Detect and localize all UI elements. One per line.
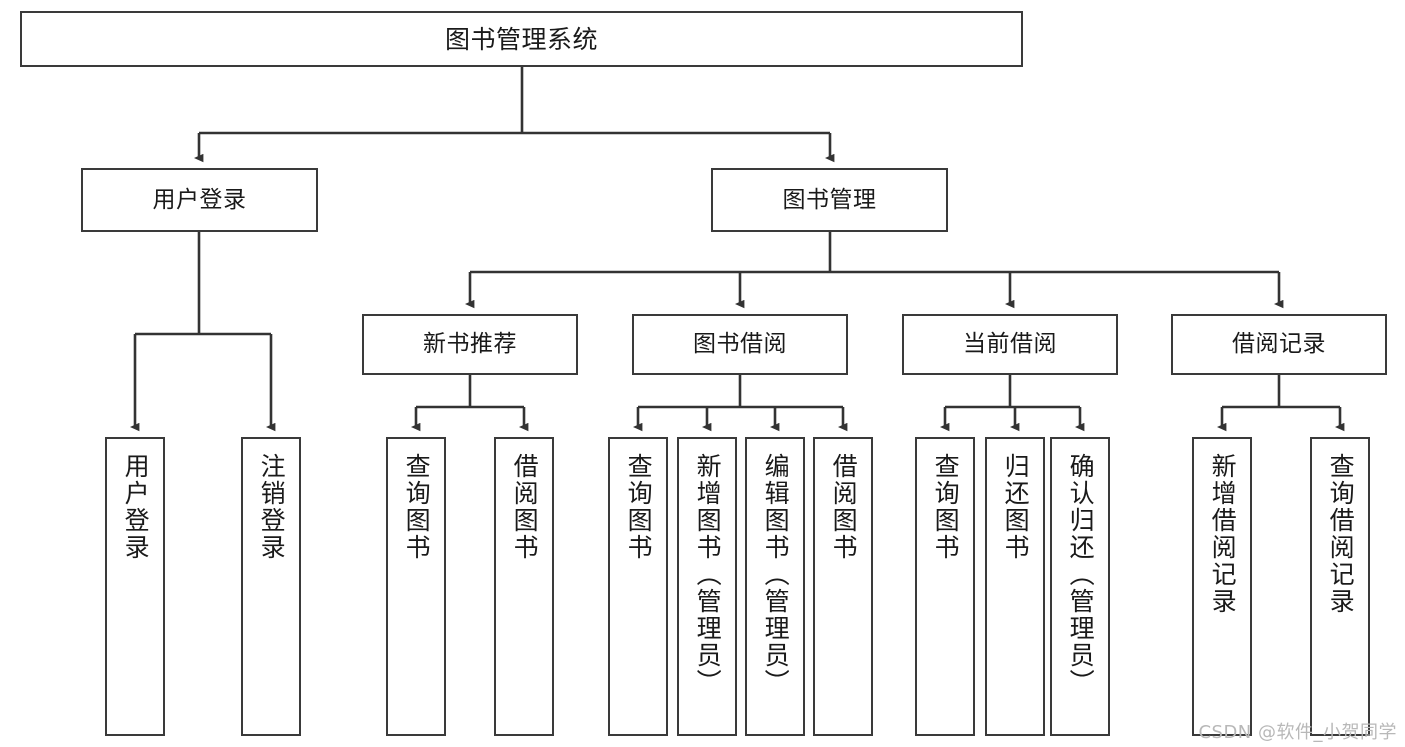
node-label: 当前借阅 — [963, 331, 1057, 358]
node-label: 用户登录 — [152, 186, 247, 213]
leaf-recommend-query-book[interactable]: 查询图书 — [386, 437, 446, 736]
node-current-borrow[interactable]: 当前借阅 — [902, 314, 1118, 375]
node-label: 编辑图书（管理员） — [761, 453, 791, 696]
node-book-management[interactable]: 图书管理 — [711, 168, 948, 232]
leaf-current-query-book[interactable]: 查询图书 — [915, 437, 975, 736]
node-label: 图书管理系统 — [444, 24, 598, 54]
node-borrow-record[interactable]: 借阅记录 — [1171, 314, 1387, 375]
node-label: 借阅图书 — [829, 453, 859, 561]
node-label: 借阅图书 — [510, 453, 540, 561]
leaf-borrow-query-book[interactable]: 查询图书 — [608, 437, 668, 736]
leaf-user-login-signout[interactable]: 注销登录 — [241, 437, 301, 736]
node-label: 图书借阅 — [693, 331, 787, 358]
node-new-book-recommend[interactable]: 新书推荐 — [362, 314, 578, 375]
csdn-watermark: CSDN @软件_小贺同学 — [1198, 722, 1397, 743]
node-label: 查询图书 — [624, 453, 654, 561]
leaf-record-query-record[interactable]: 查询借阅记录 — [1310, 437, 1370, 736]
leaf-recommend-borrow-book[interactable]: 借阅图书 — [494, 437, 554, 736]
node-label: 借阅记录 — [1232, 331, 1326, 358]
node-label: 查询借阅记录 — [1326, 453, 1356, 615]
node-label: 确认归还（管理员） — [1066, 453, 1096, 696]
node-label: 查询图书 — [402, 453, 432, 561]
leaf-borrow-edit-book-admin[interactable]: 编辑图书（管理员） — [745, 437, 805, 736]
node-label: 图书管理 — [782, 186, 877, 213]
leaf-current-confirm-return-admin[interactable]: 确认归还（管理员） — [1050, 437, 1110, 736]
node-label: 新书推荐 — [423, 331, 517, 358]
node-root-system[interactable]: 图书管理系统 — [20, 11, 1023, 67]
node-label: 新增图书（管理员） — [693, 453, 723, 696]
node-user-login[interactable]: 用户登录 — [81, 168, 318, 232]
node-label: 新增借阅记录 — [1208, 453, 1238, 615]
leaf-current-return-book[interactable]: 归还图书 — [985, 437, 1045, 736]
node-label: 用户登录 — [121, 453, 151, 561]
node-label: 归还图书 — [1001, 453, 1031, 561]
leaf-borrow-add-book-admin[interactable]: 新增图书（管理员） — [677, 437, 737, 736]
leaf-record-add-record[interactable]: 新增借阅记录 — [1192, 437, 1252, 736]
leaf-borrow-borrow-book[interactable]: 借阅图书 — [813, 437, 873, 736]
node-label: 注销登录 — [257, 453, 287, 561]
node-book-borrow[interactable]: 图书借阅 — [632, 314, 848, 375]
leaf-user-login-signin[interactable]: 用户登录 — [105, 437, 165, 736]
node-label: 查询图书 — [931, 453, 961, 561]
